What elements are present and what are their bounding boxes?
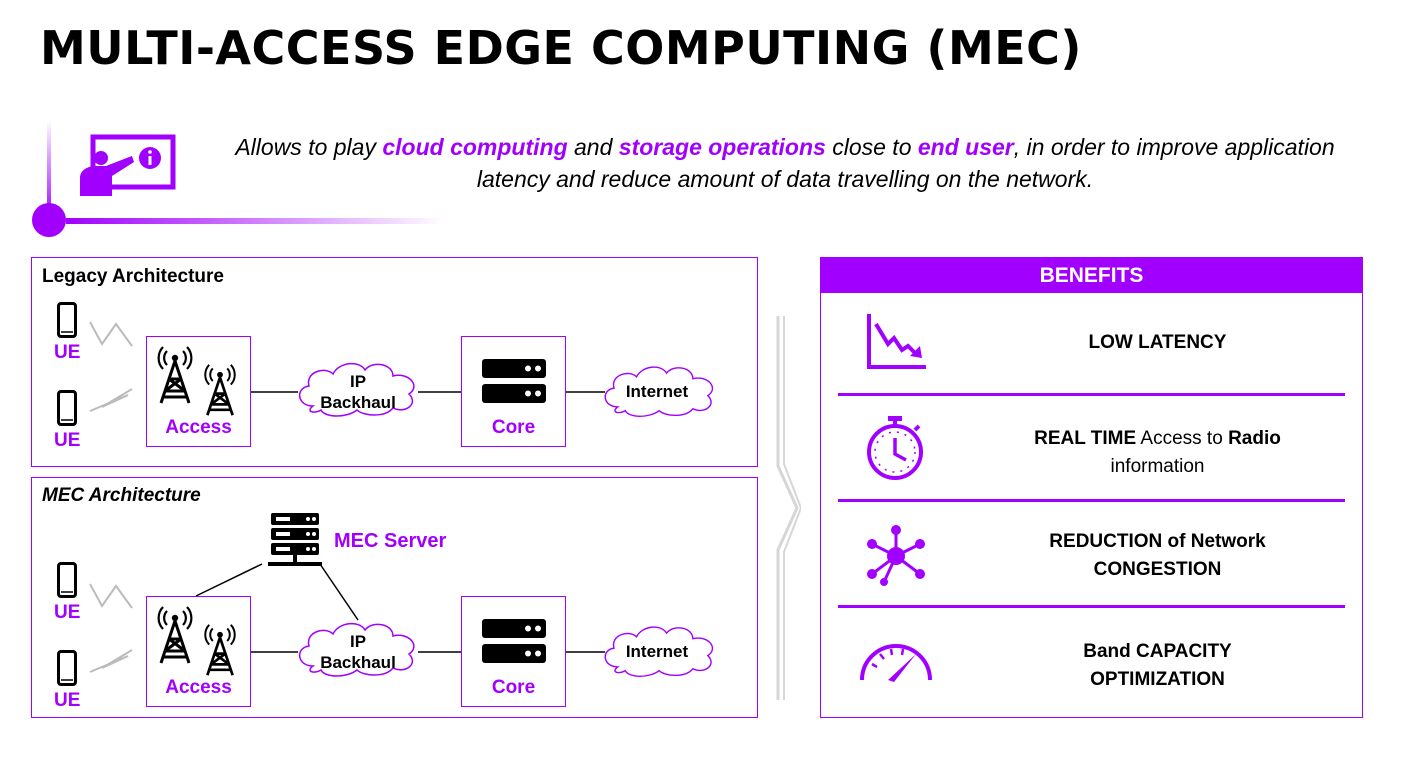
mec-signal-bottom-icon: [88, 646, 134, 676]
accent-vertical-line: [47, 120, 51, 220]
network-hub-icon: [867, 525, 925, 586]
benefit-2-bold-1: REAL TIME: [1034, 428, 1137, 449]
server-icon: [482, 619, 546, 663]
benefit-3-bold-2: CONGESTION: [1093, 559, 1222, 580]
intro-part-3: close to: [825, 134, 918, 160]
legacy-backhaul-label: IP Backhaul: [298, 371, 418, 413]
legacy-architecture-panel: [31, 257, 758, 467]
legacy-internet-label: Internet: [625, 382, 689, 401]
benefit-reduction-congestion: REDUCTION of Network CONGESTION: [975, 528, 1340, 584]
legacy-panel-title: Legacy Architecture: [42, 266, 224, 287]
mec-architecture-panel: [31, 477, 758, 718]
accent-horizontal-line: [66, 218, 446, 224]
benefit-2-text-1: Access to: [1136, 428, 1229, 449]
mec-panel-title: MEC Architecture: [42, 485, 201, 506]
cell-tower-icon: [201, 363, 239, 417]
intro-part-4: , in order to improve application latenc…: [476, 134, 1335, 192]
benefit-separator: [838, 393, 1345, 396]
mec-backhaul-line2: Backhaul: [320, 653, 396, 672]
page-title: MULTI-ACCESS EDGE COMPUTING (MEC): [40, 21, 1082, 75]
mec-phone-top-icon: [57, 562, 77, 598]
mec-ue-bottom-label: UE: [54, 690, 81, 711]
mec-access-box: Access: [146, 596, 251, 707]
accent-dot: [32, 203, 66, 237]
benefit-real-time: REAL TIME Access to Radio information: [975, 425, 1340, 481]
mec-backhaul-label: IP Backhaul: [298, 631, 418, 673]
server-icon: [482, 359, 546, 403]
intro-part-2: and: [567, 134, 619, 160]
legacy-core-label: Core: [491, 417, 536, 438]
intro-part-1: Allows to play: [235, 134, 383, 160]
benefit-2-text-2: information: [1110, 456, 1205, 477]
legacy-access-label: Access: [165, 417, 232, 438]
intro-highlight-cloud: cloud computing: [382, 134, 568, 160]
legacy-phone-bottom-icon: [57, 390, 77, 426]
mec-signal-top-icon: [88, 580, 134, 610]
legacy-signal-top-icon: [88, 318, 134, 348]
mec-phone-bottom-icon: [57, 650, 77, 686]
mec-server-icon: [268, 513, 322, 572]
mec-internet-label: Internet: [625, 642, 689, 661]
mec-server-label: MEC Server: [334, 530, 447, 552]
cell-tower-icon: [155, 605, 195, 665]
legacy-ue-bottom-label: UE: [54, 430, 81, 451]
intro-highlight-storage: storage operations: [618, 134, 826, 160]
benefit-4-bold-1: Band CAPACITY: [1083, 641, 1232, 662]
benefit-separator: [838, 499, 1345, 502]
legacy-core-box: Core: [461, 336, 566, 447]
mec-core-box: Core: [461, 596, 566, 707]
benefits-header: BENEFITS: [820, 257, 1363, 293]
intro-highlight-end-user: end user: [917, 134, 1014, 160]
legacy-phone-top-icon: [57, 302, 77, 338]
mec-ue-top-label: UE: [54, 602, 81, 623]
cell-tower-icon: [201, 623, 239, 677]
benefit-low-latency: LOW LATENCY: [975, 329, 1340, 357]
benefit-3-bold-1: REDUCTION of Network: [1049, 531, 1266, 552]
legacy-ue-top-label: UE: [54, 342, 81, 363]
cell-tower-icon: [155, 345, 195, 405]
mec-core-label: Core: [491, 677, 536, 698]
bracket-arrow-icon: [776, 316, 801, 700]
legacy-signal-bottom-icon: [88, 385, 134, 415]
legacy-access-box: Access: [146, 336, 251, 447]
latency-chart-icon: [867, 314, 926, 369]
legacy-backhaul-line1: IP: [349, 372, 367, 391]
benefit-separator: [838, 605, 1345, 608]
presentation-info-icon: [76, 134, 178, 203]
benefit-4-bold-2: OPTIMIZATION: [1090, 669, 1225, 690]
benefit-1-bold: LOW LATENCY: [1088, 332, 1227, 353]
legacy-connectors: [250, 391, 605, 393]
speedometer-icon: [860, 644, 932, 682]
benefit-2-bold-2: Radio: [1228, 428, 1281, 449]
stopwatch-icon: [867, 416, 923, 480]
legacy-backhaul-line2: Backhaul: [320, 393, 396, 412]
mec-access-label: Access: [165, 677, 232, 698]
mec-backhaul-line1: IP: [349, 632, 367, 651]
intro-text: Allows to play cloud computing and stora…: [225, 131, 1345, 195]
mec-connectors: [195, 563, 605, 653]
benefit-band-capacity: Band CAPACITY OPTIMIZATION: [975, 638, 1340, 694]
